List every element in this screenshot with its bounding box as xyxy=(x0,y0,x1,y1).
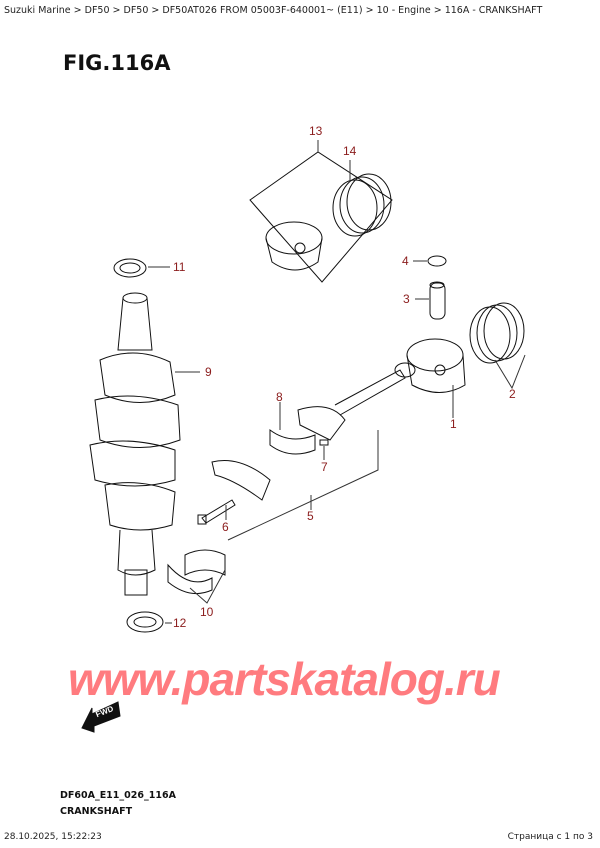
callout-10[interactable]: 10 xyxy=(200,605,214,619)
oil-seal-lower xyxy=(126,611,172,633)
diagram-title: CRANKSHAFT xyxy=(60,806,133,817)
oil-seal-upper xyxy=(113,258,170,278)
callout-2[interactable]: 2 xyxy=(509,387,516,401)
callout-5[interactable]: 5 xyxy=(307,509,314,523)
figure-title: FIG.116A xyxy=(63,51,171,75)
piston-pin xyxy=(415,281,446,320)
piston-upper xyxy=(265,221,323,271)
conrod-bolt xyxy=(197,499,236,525)
callout-labels: 1 2 3 4 5 6 7 8 9 10 11 12 13 14 xyxy=(173,124,516,630)
footer-timestamp: 28.10.2025, 15:22:23 xyxy=(4,832,102,842)
breadcrumb: Suzuki Marine > DF50 > DF50 > DF50AT026 … xyxy=(4,5,543,16)
connecting-rod xyxy=(211,362,416,541)
callout-3[interactable]: 3 xyxy=(403,292,410,306)
diagram-code: DF60A_E11_026_116A xyxy=(60,790,176,801)
fwd-arrow-icon: FWD xyxy=(81,701,121,733)
crank-bearings xyxy=(167,549,226,604)
callout-8[interactable]: 8 xyxy=(276,390,283,404)
piston-rings-lower xyxy=(469,302,526,390)
callout-13[interactable]: 13 xyxy=(309,124,323,138)
piston-set-box xyxy=(249,140,393,283)
piston-pin-circlip xyxy=(413,255,447,267)
callout-11[interactable]: 11 xyxy=(173,260,186,274)
crankshaft xyxy=(89,292,200,596)
dowel-pin xyxy=(319,439,329,460)
callout-7[interactable]: 7 xyxy=(321,460,328,474)
conrod-bearing xyxy=(269,402,316,455)
callout-6[interactable]: 6 xyxy=(222,520,229,534)
callout-4[interactable]: 4 xyxy=(402,254,409,268)
callout-9[interactable]: 9 xyxy=(205,365,212,379)
footer-page: Страница с 1 по 3 xyxy=(507,832,593,842)
piston-lower xyxy=(406,338,466,418)
piston-rings-upper xyxy=(332,160,392,237)
callout-1[interactable]: 1 xyxy=(450,417,457,431)
watermark: www.partskatalog.ru xyxy=(68,653,501,705)
callout-12[interactable]: 12 xyxy=(173,616,187,630)
callout-14[interactable]: 14 xyxy=(343,144,357,158)
